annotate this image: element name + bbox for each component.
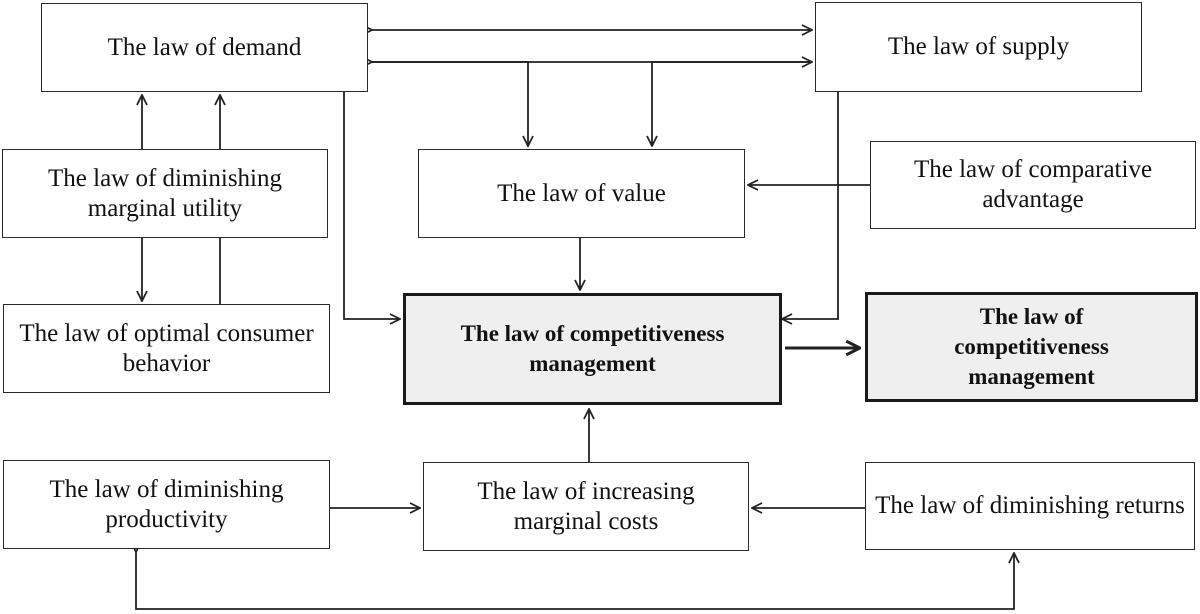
node-label: The law of diminishing returns bbox=[875, 492, 1185, 519]
arrow-demand-to-value bbox=[372, 61, 528, 146]
node-law-of-competitiveness-management-result: The law of competitiveness management bbox=[865, 292, 1198, 402]
arrow-demand-to-competitiveness bbox=[343, 92, 400, 319]
node-label: The law of competitiveness management bbox=[460, 321, 725, 376]
node-law-of-value: The law of value bbox=[418, 149, 745, 238]
node-law-of-diminishing-returns: The law of diminishing returns bbox=[865, 462, 1195, 550]
node-law-of-diminishing-marginal-utility: The law of diminishing marginal utility bbox=[2, 149, 328, 238]
node-label: The law of diminishing productivity bbox=[49, 475, 284, 533]
node-law-of-increasing-marginal-costs: The law of increasing marginal costs bbox=[423, 462, 749, 551]
node-label: The law of demand bbox=[107, 33, 302, 61]
node-label: The law of value bbox=[497, 179, 666, 207]
node-law-of-optimal-consumer-behavior: The law of optimal consumer behavior bbox=[3, 304, 330, 393]
arrow-productivity-returns-loop bbox=[136, 552, 1014, 610]
node-label: The law of increasing marginal costs bbox=[477, 477, 695, 535]
node-label: The law of comparative advantage bbox=[913, 156, 1153, 213]
node-law-of-supply: The law of supply bbox=[815, 2, 1142, 92]
node-label: The law of optimal consumer behavior bbox=[19, 319, 314, 377]
node-label: The law of competitiveness management bbox=[954, 304, 1109, 389]
node-law-of-competitiveness-management: The law of competitiveness management bbox=[403, 293, 782, 405]
node-law-of-comparative-advantage: The law of comparative advantage bbox=[870, 141, 1196, 229]
arrow-supply-to-value bbox=[652, 61, 812, 146]
node-label: The law of diminishing marginal utility bbox=[48, 164, 282, 222]
node-law-of-diminishing-productivity: The law of diminishing productivity bbox=[3, 460, 330, 549]
arrow-supply-to-competitiveness bbox=[782, 92, 839, 319]
node-label: The law of supply bbox=[887, 33, 1070, 60]
node-law-of-demand: The law of demand bbox=[41, 3, 368, 92]
